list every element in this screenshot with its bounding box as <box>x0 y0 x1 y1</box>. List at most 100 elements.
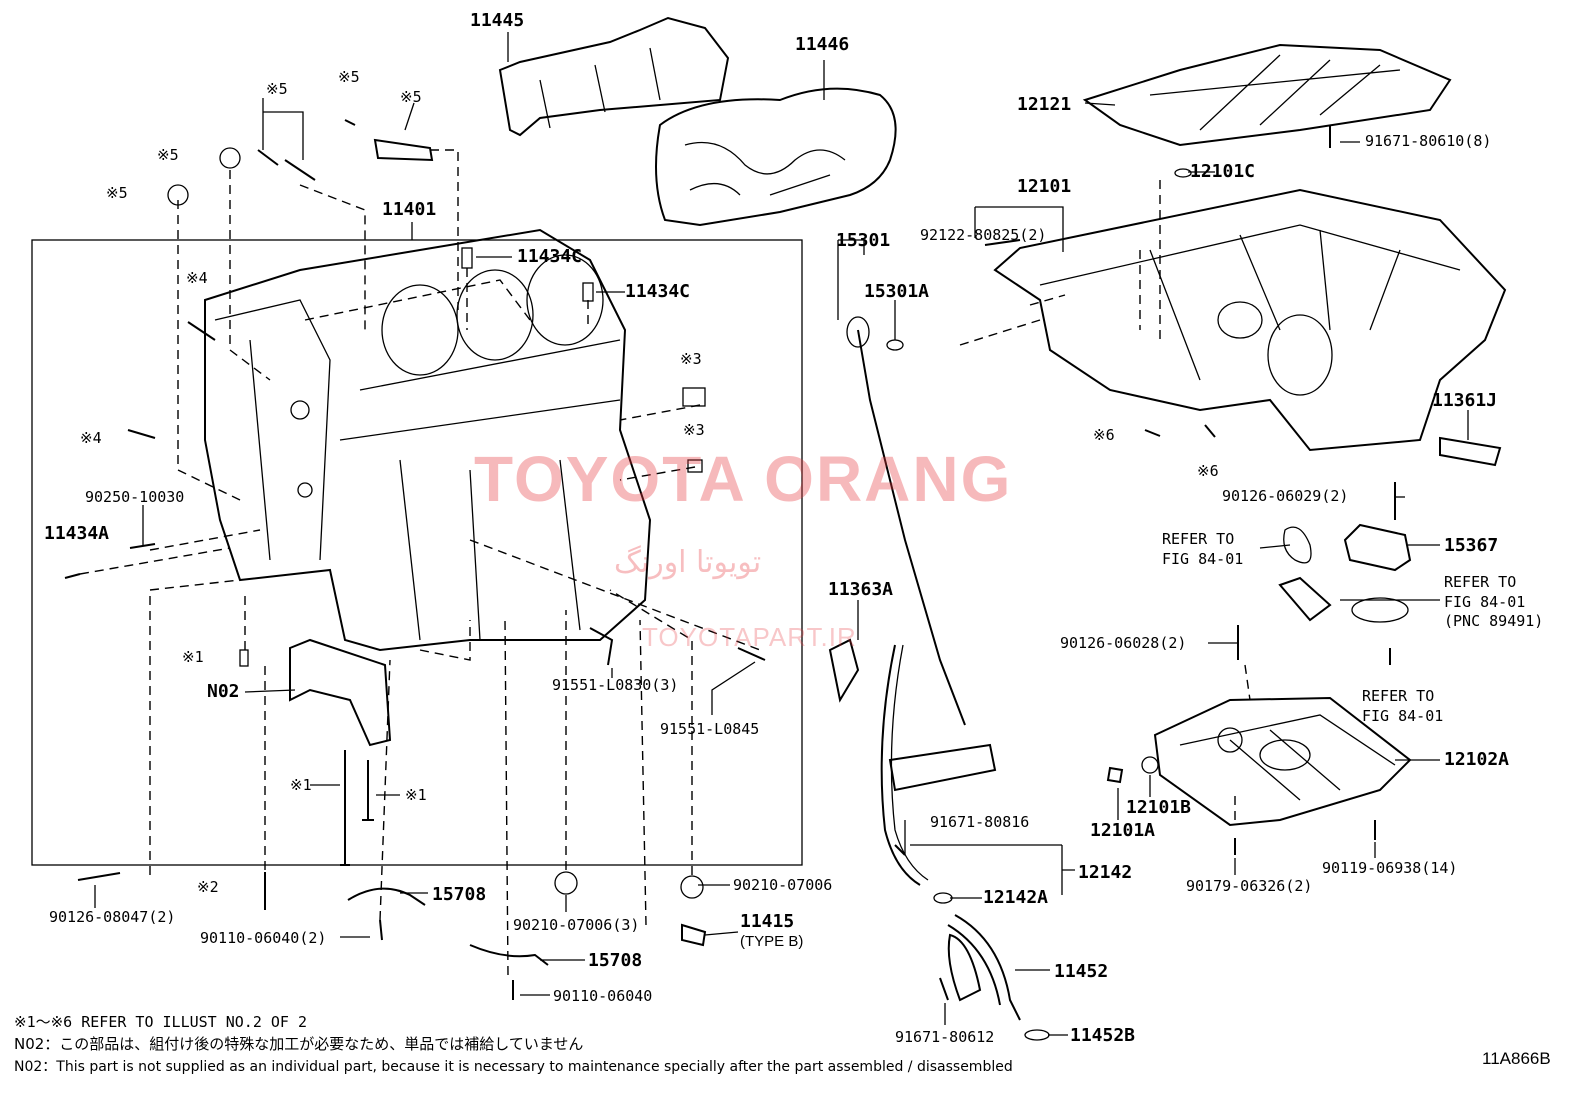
note-refer-illust: ※1～※6 REFER TO ILLUST NO.2 OF 2 <box>14 1013 307 1031</box>
gasket-90210-a <box>554 871 578 895</box>
label-x3-a: ※3 <box>680 350 702 368</box>
exploded-lines <box>79 149 1251 976</box>
part-11401-drawing <box>204 228 652 652</box>
label-11434c-b: 11434C <box>625 281 691 302</box>
label-92122-80825: 92122-80825(2) <box>920 226 1047 244</box>
watermark-site: TOYOTAPART.IR <box>642 622 857 652</box>
label-90210-07006: 90210-07006 <box>733 876 833 894</box>
label-90126-06028: 90126-06028(2) <box>1060 634 1187 652</box>
gasket-12101b <box>1141 756 1159 774</box>
label-15367: 15367 <box>1444 535 1499 556</box>
washer-5-a <box>219 147 241 169</box>
label-x6-a: ※6 <box>1093 426 1115 444</box>
pin-3-a <box>682 387 706 407</box>
label-x1-a: ※1 <box>182 648 204 666</box>
label-11445: 11445 <box>470 10 525 31</box>
label-x2-a: ※2 <box>197 878 219 896</box>
part-15367-drawing <box>1343 523 1412 572</box>
oring-15301a <box>886 339 904 351</box>
label-11415-type: (TYPE B) <box>740 933 804 950</box>
part-11445-drawing <box>498 16 730 137</box>
diagram-code: 11A866B <box>1482 1049 1551 1068</box>
bolt-5-a <box>257 149 316 181</box>
label-90250-10030: 90250-10030 <box>85 488 185 506</box>
pin-11434a <box>64 573 81 579</box>
part-n02-drawing <box>289 638 392 747</box>
label-x5-d: ※5 <box>157 146 179 164</box>
label-x1-b: ※1 <box>290 776 312 794</box>
sensor-drawing <box>1278 576 1332 622</box>
cylinder-block-frame <box>31 239 803 866</box>
bolt-91551-b <box>737 647 766 661</box>
label-15301: 15301 <box>836 230 891 251</box>
label-11434c-a: 11434C <box>517 246 583 267</box>
label-12142a: 12142A <box>983 887 1049 908</box>
bracket-11363a <box>828 638 860 703</box>
label-x4-b: ※4 <box>80 429 102 447</box>
plug-11434c-a <box>461 247 473 269</box>
label-x5-e: ※5 <box>106 184 128 202</box>
label-90210-07006-3: 90210-07006(3) <box>513 916 640 934</box>
label-11415: 11415 <box>740 911 795 932</box>
label-x1-c: ※1 <box>405 786 427 804</box>
label-90126-06029: 90126-06029(2) <box>1222 487 1349 505</box>
label-91671-80816: 91671-80816 <box>930 813 1030 831</box>
gasket-drawing <box>1283 526 1312 564</box>
label-15708-a: 15708 <box>432 884 487 905</box>
label-refer-c: REFER TO FIG 84-01 <box>1362 687 1444 725</box>
pin-90250 <box>129 543 156 549</box>
part-12121-drawing <box>1082 43 1452 147</box>
label-11446: 11446 <box>795 34 850 55</box>
label-12102a: 12102A <box>1444 749 1510 770</box>
oring-11452b <box>1024 1029 1050 1041</box>
label-11361j: 11361J <box>1432 390 1498 411</box>
bolt-90110-a <box>379 919 383 941</box>
label-12101a: 12101A <box>1090 820 1156 841</box>
label-11452: 11452 <box>1054 961 1109 982</box>
label-15301a: 15301A <box>864 281 930 302</box>
union-5 <box>373 138 434 162</box>
label-x3-b: ※3 <box>683 421 705 439</box>
bolt-4-b <box>127 429 156 439</box>
bolt-91671-80612 <box>939 977 949 1001</box>
pin-1 <box>239 649 249 667</box>
label-x5-b: ※5 <box>400 88 422 106</box>
label-91551-l0845: 91551-L0845 <box>660 720 760 738</box>
note-n02-japanese: N02：この部品は、組付け後の特殊な加工が必要なため、単品では補給していません <box>14 1035 584 1053</box>
label-90110-06040: 90110-06040 <box>553 987 653 1005</box>
part-12102a-drawing <box>1153 696 1412 827</box>
bolt-92122 <box>984 239 1021 246</box>
label-11363a: 11363A <box>828 579 894 600</box>
part-15301-drawing <box>857 329 966 726</box>
oring-12101c <box>1174 168 1192 178</box>
leader-lines <box>94 32 1469 1036</box>
bolt-91671-80816 <box>894 844 906 856</box>
label-refer-b: REFER TO FIG 84-01 (PNC 89491) <box>1444 573 1544 630</box>
part-11361j-drawing <box>1439 436 1502 467</box>
label-90110-06040-2: 90110-06040(2) <box>200 929 327 947</box>
part-12101-drawing <box>993 188 1507 452</box>
label-12101c: 12101C <box>1190 161 1256 182</box>
watermark-title: TOYOTA ORANG <box>474 443 1013 515</box>
label-n02: N02 <box>207 681 240 702</box>
label-11452b: 11452B <box>1070 1025 1136 1046</box>
label-x6-b: ※6 <box>1197 462 1219 480</box>
label-12121: 12121 <box>1017 94 1072 115</box>
note-n02-english: N02：This part is not supplied as an indi… <box>14 1059 1013 1075</box>
bolt-4-a <box>187 321 216 341</box>
label-90119-06938: 90119-06938(14) <box>1322 859 1458 877</box>
part-12142-drawing <box>880 644 921 886</box>
label-x5-a: ※5 <box>338 68 360 86</box>
bolt-6-a <box>1144 429 1161 437</box>
label-12142: 12142 <box>1078 862 1133 883</box>
label-90126-08047: 90126-08047(2) <box>49 908 176 926</box>
label-12101: 12101 <box>1017 176 1072 197</box>
nut-6-b <box>1204 424 1216 438</box>
watermark-persian: تویوتا اورنگ <box>614 545 762 580</box>
stud-90126-08047 <box>77 872 121 881</box>
bolt-1-a <box>340 750 350 866</box>
bolt-5-b <box>344 119 356 126</box>
label-11401: 11401 <box>382 199 437 220</box>
